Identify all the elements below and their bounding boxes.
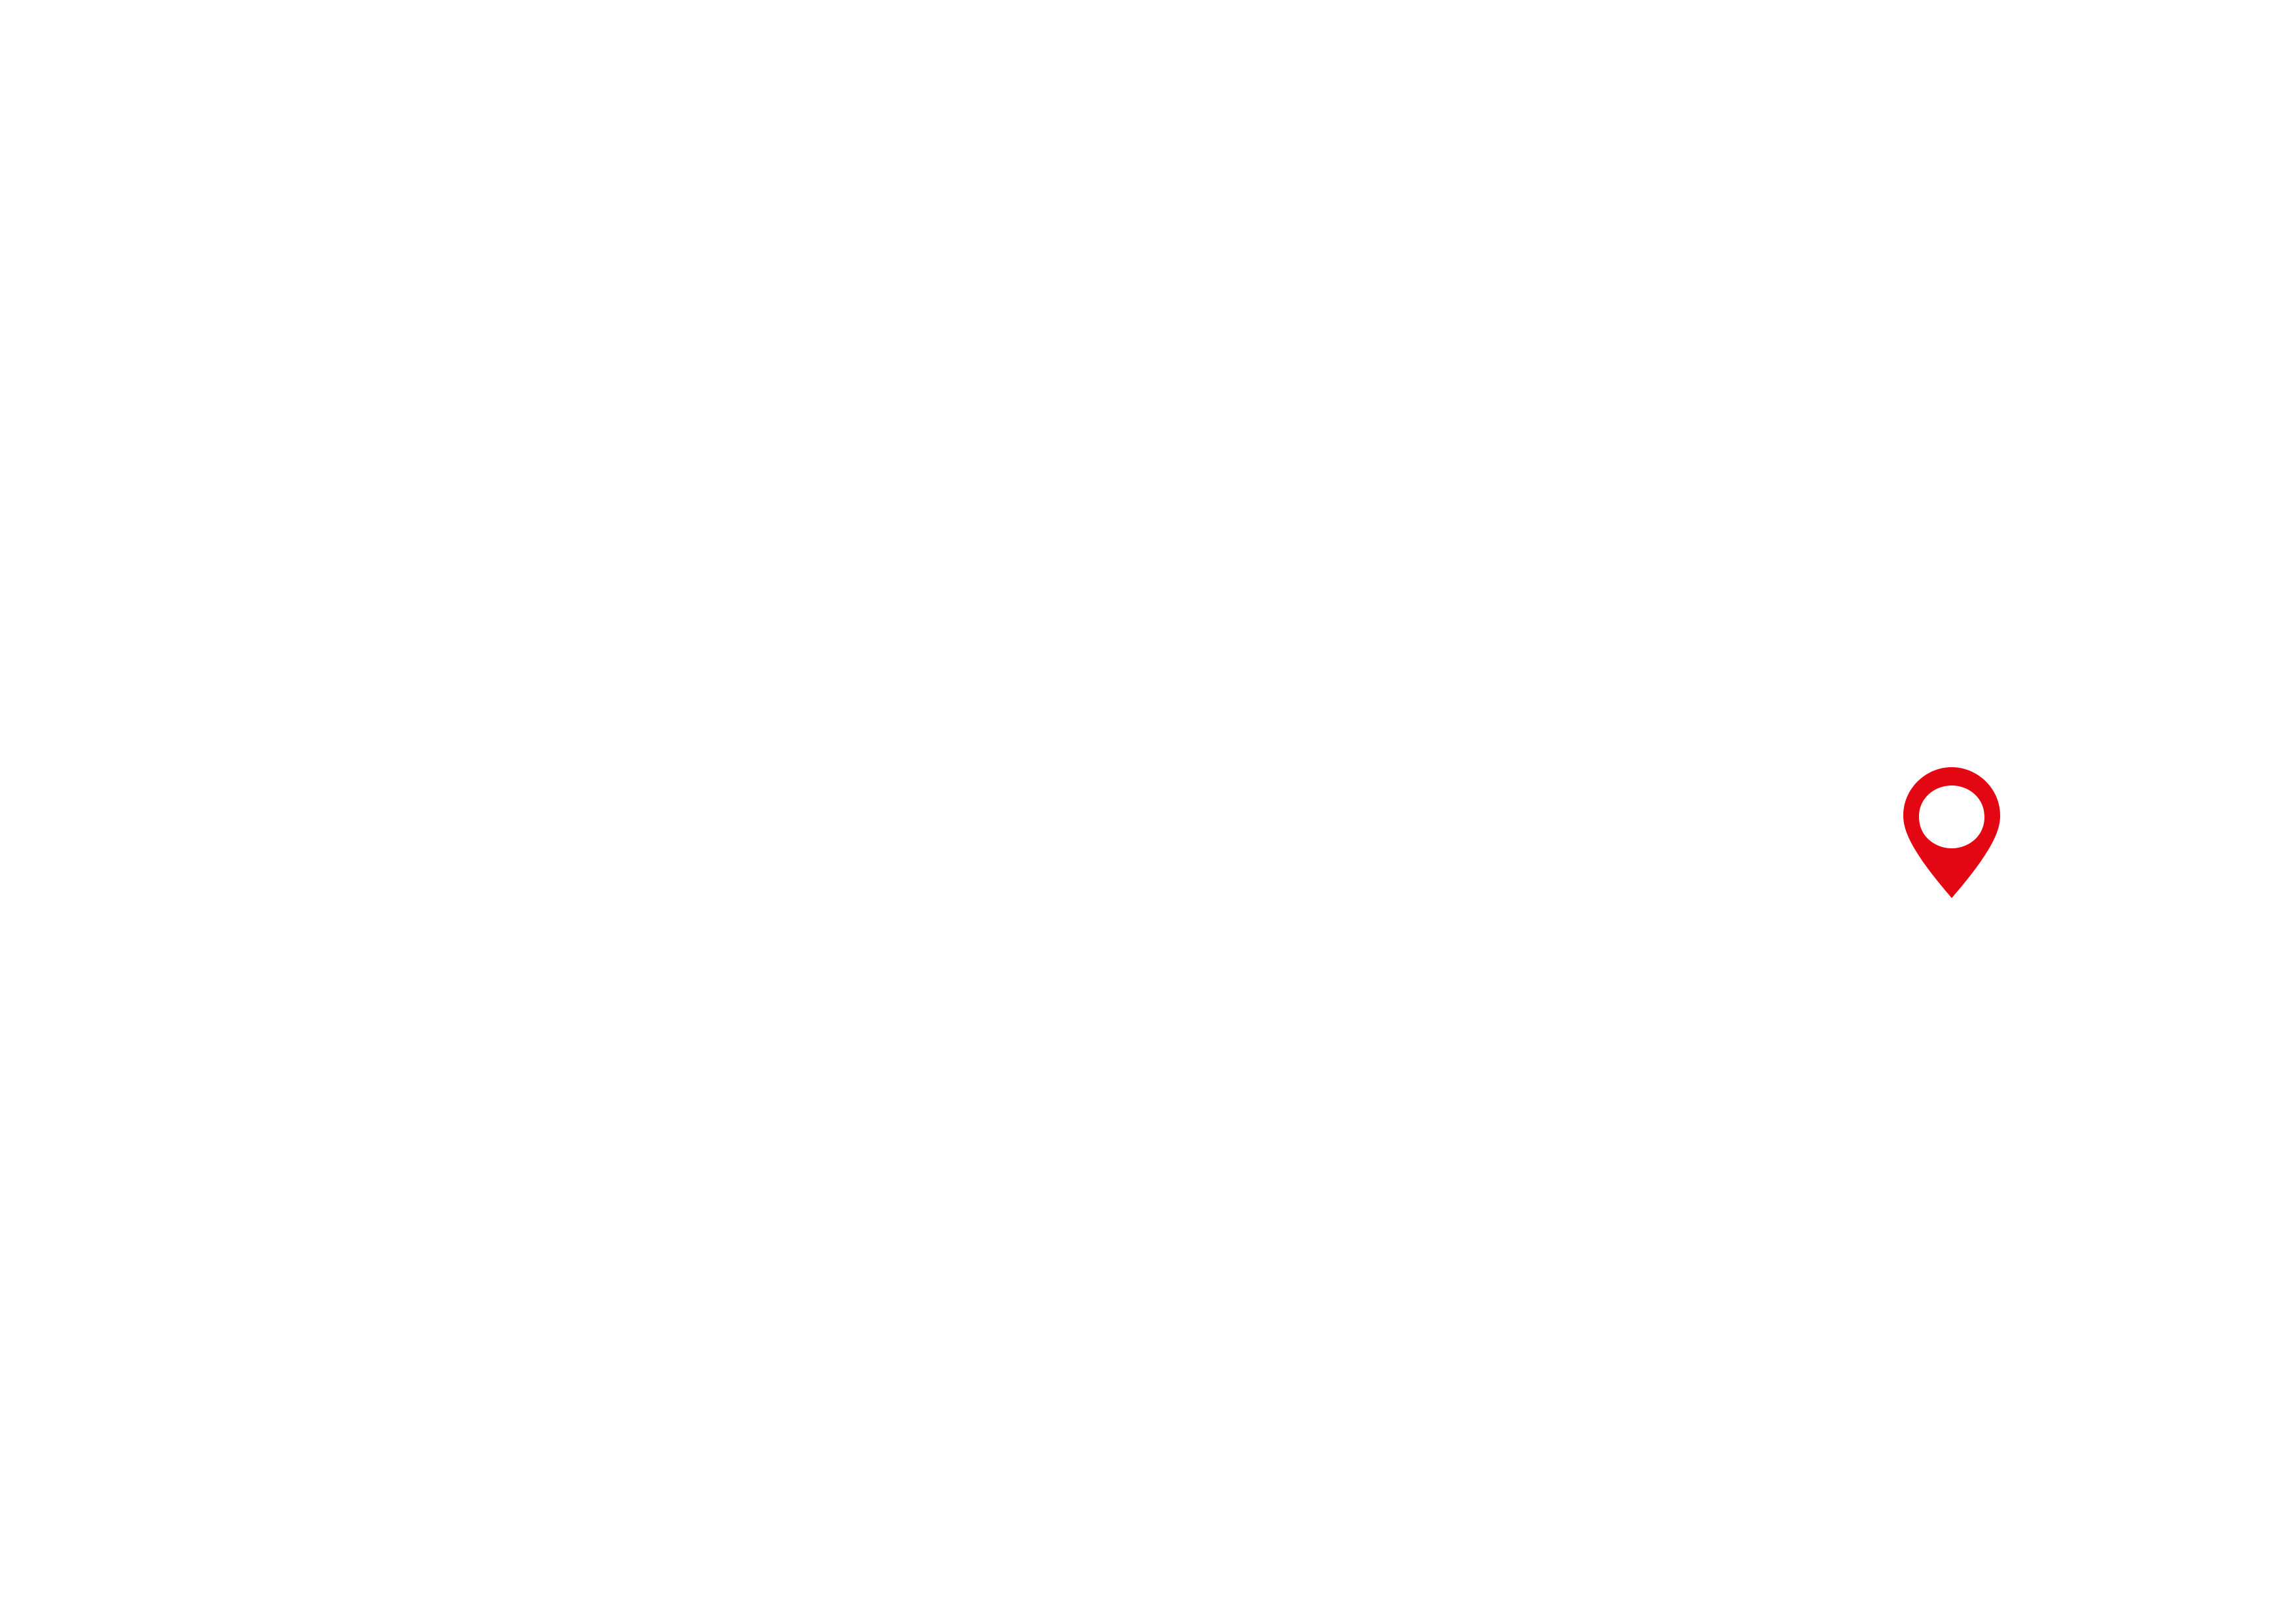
map-pin-body: [1903, 767, 2000, 898]
map-pin: [1903, 767, 2000, 898]
map-pin-icon: [1903, 767, 2000, 898]
